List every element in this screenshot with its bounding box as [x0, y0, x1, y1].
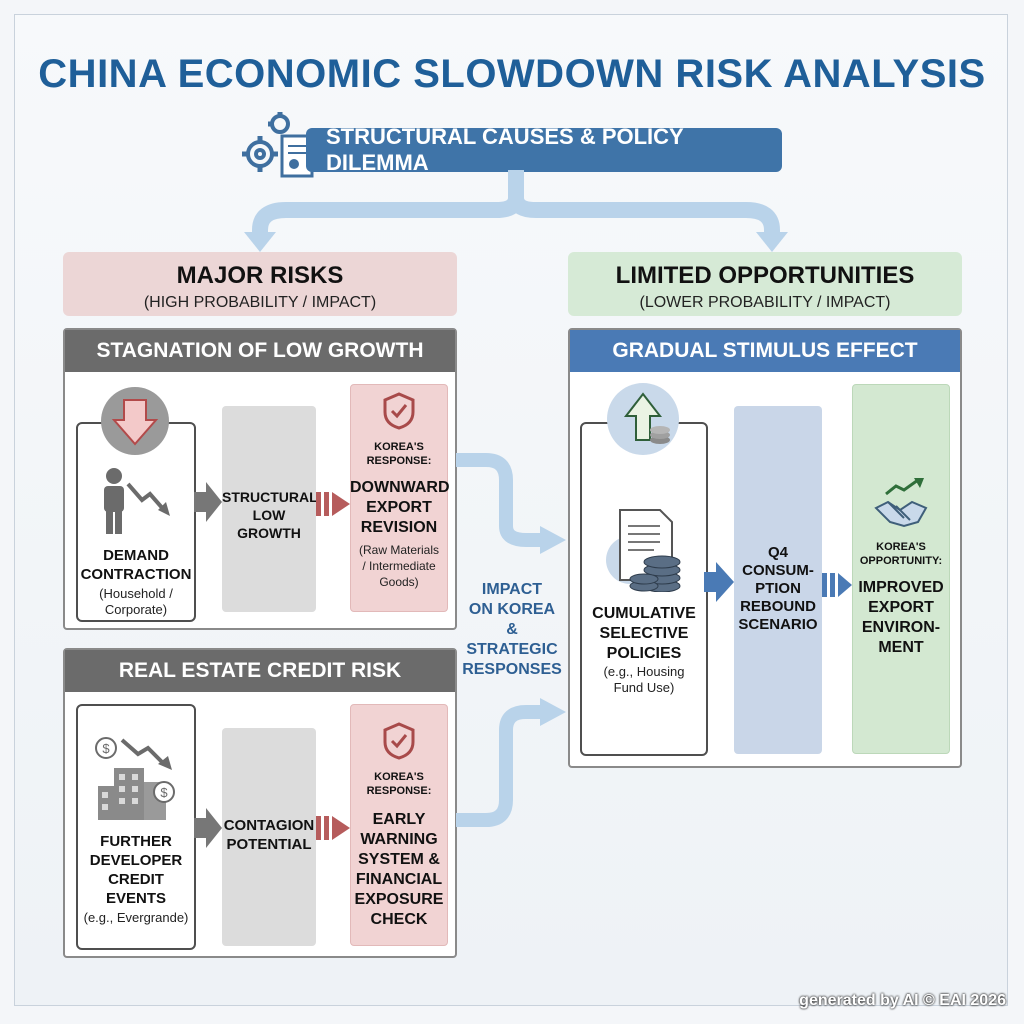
- consumption-rebound-column: [734, 406, 822, 754]
- up-arrow-coins-icon: [607, 383, 679, 455]
- person-decline-icon: [104, 468, 170, 534]
- korea-opportunity-column: [852, 384, 950, 754]
- demand-contraction-card: [76, 422, 196, 622]
- limited-opportunities-subtitle: (LOWER PROBABILITY / IMPACT): [639, 294, 891, 311]
- demand-contraction-subtitle: (Household /Corporate): [99, 586, 173, 617]
- impact-connector-arrows: [456, 453, 566, 827]
- chevron-right-icon: [194, 808, 222, 848]
- major-risks-title: MAJOR RISKS: [176, 262, 344, 289]
- double-chevron-icon: [316, 492, 350, 516]
- shield-check-icon: [383, 722, 415, 760]
- svg-text:$: $: [102, 741, 110, 756]
- developer-credit-example: (e.g., Evergrande): [83, 910, 189, 925]
- building-decline-icon: $ $: [95, 737, 175, 820]
- structural-low-growth-column: [222, 406, 316, 612]
- branch-arrow: [244, 170, 788, 252]
- limited-opportunities-heading: LIMITED OPPORTUNITIES (LOWER PROBABILITY…: [568, 252, 962, 316]
- major-risks-heading: MAJOR RISKS (HIGH PROBABILITY / IMPACT): [63, 252, 457, 316]
- stimulus-header: GRADUAL STIMULUS EFFECT: [570, 330, 960, 372]
- structural-causes-banner: STRUCTURAL CAUSES & POLICY DILEMMA: [306, 124, 782, 175]
- korea-response-column-1: [350, 384, 448, 612]
- chevron-right-icon: [704, 562, 734, 602]
- banner-label: STRUCTURAL CAUSES & POLICY DILEMMA: [326, 124, 684, 175]
- major-risks-subtitle: (HIGH PROBABILITY / IMPACT): [143, 294, 377, 311]
- stagnation-header: STAGNATION OF LOW GROWTH: [65, 330, 455, 372]
- double-chevron-icon: [316, 816, 350, 840]
- watermark-footer: generated by AI © EAI 2026: [799, 992, 1006, 1009]
- shield-check-icon: [383, 392, 415, 430]
- limited-opportunities-title: LIMITED OPPORTUNITIES: [615, 262, 915, 289]
- double-chevron-icon: [822, 573, 852, 597]
- down-arrow-icon: [101, 387, 169, 455]
- document-coins-icon: [606, 509, 681, 592]
- real-estate-header: REAL ESTATE CREDIT RISK: [65, 650, 455, 692]
- chevron-right-icon: [194, 482, 222, 522]
- handshake-growth-icon: [874, 478, 928, 528]
- svg-text:$: $: [160, 785, 168, 800]
- page-title: CHINA ECONOMIC SLOWDOWN RISK ANALYSIS: [38, 52, 986, 96]
- contagion-potential-column: [222, 728, 316, 946]
